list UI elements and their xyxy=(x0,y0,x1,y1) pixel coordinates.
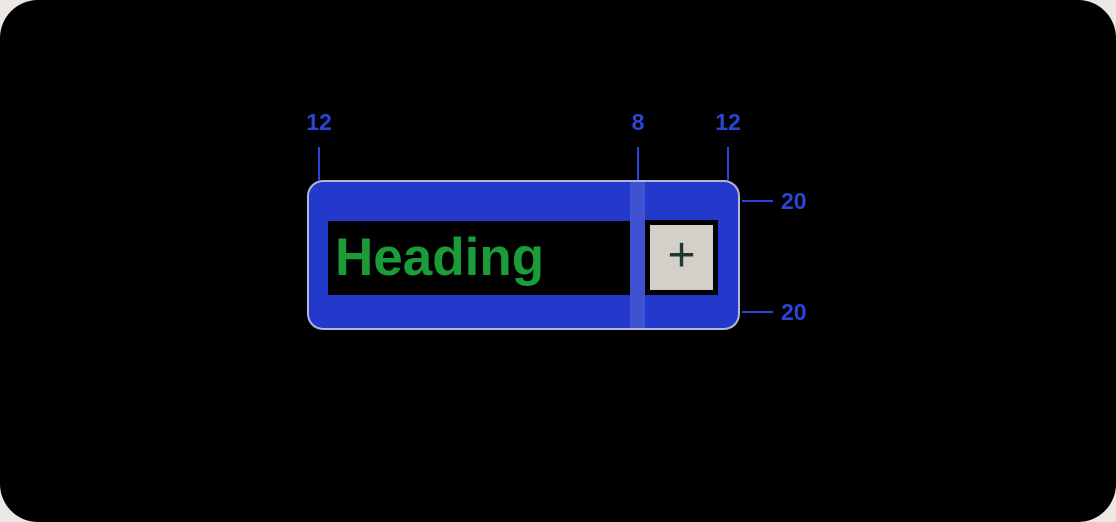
measurement-label-gap: 8 xyxy=(631,109,645,135)
measurement-tick-left-padding xyxy=(318,147,320,180)
measurement-label-top-padding: 20 xyxy=(781,188,807,214)
measurement-label-right-padding: 12 xyxy=(715,109,741,135)
measurement-tick-gap xyxy=(637,147,639,180)
add-button[interactable]: + xyxy=(645,220,718,295)
heading-label: Heading xyxy=(335,228,545,287)
measurement-label-left-padding: 12 xyxy=(306,109,332,135)
measurement-tick-right-padding xyxy=(727,147,729,180)
heading-box: Heading xyxy=(328,221,630,295)
measurement-line-bottom-padding xyxy=(742,311,773,313)
measurement-label-bottom-padding: 20 xyxy=(781,299,807,325)
component-card: Heading + xyxy=(307,180,740,330)
measurement-line-top-padding xyxy=(742,200,773,202)
gap-highlight-overlay xyxy=(630,182,645,328)
plus-icon: + xyxy=(667,228,696,282)
